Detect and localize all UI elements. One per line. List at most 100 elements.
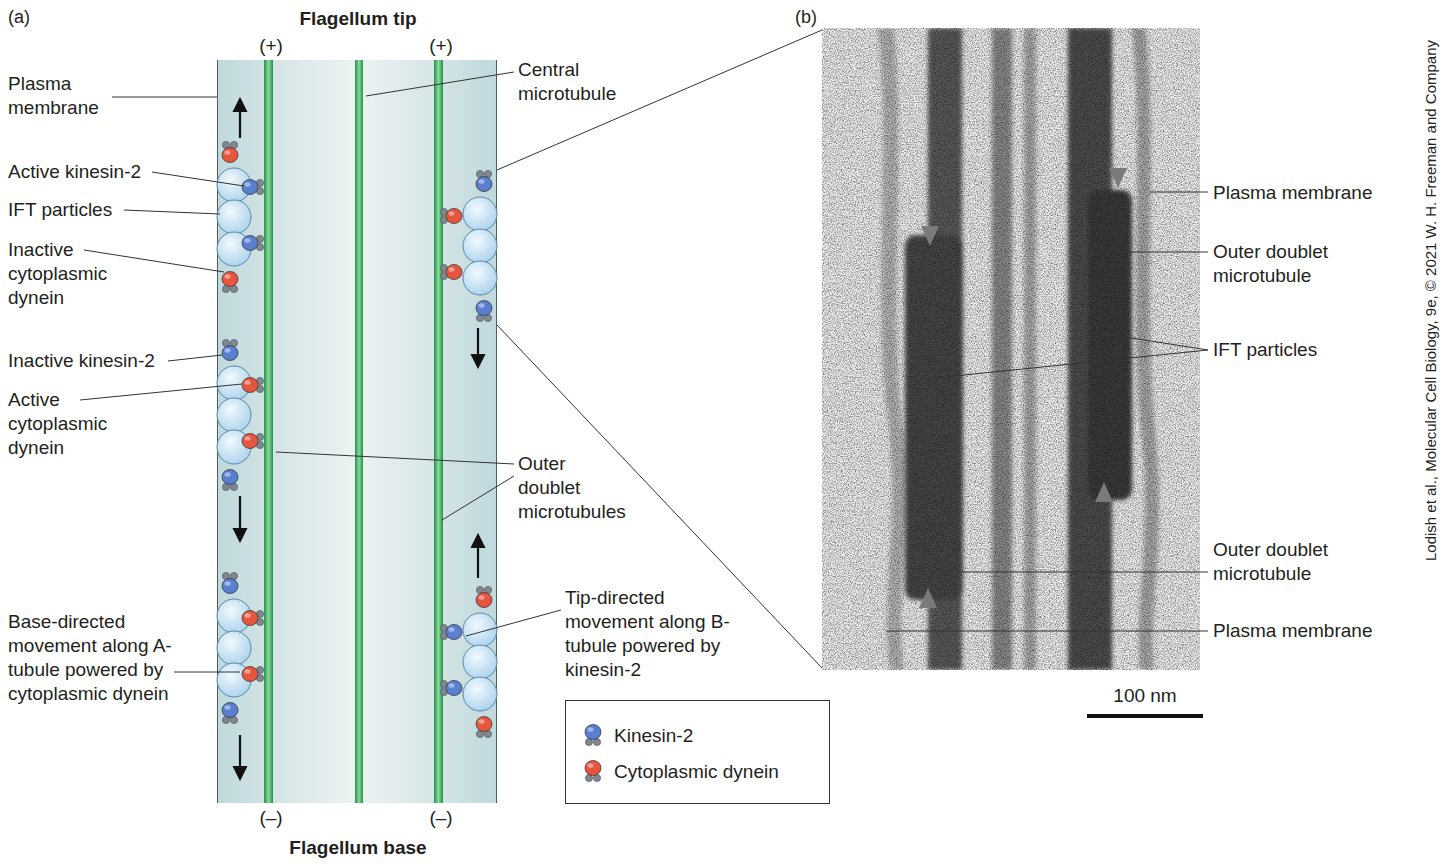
ift-particle <box>217 200 251 234</box>
movement-arrow <box>240 100 478 778</box>
leader-line <box>1106 334 1208 350</box>
part-label: IFT particles <box>8 198 112 222</box>
ift-particle <box>217 398 251 432</box>
legend-box: Kinesin-2Cytoplasmic dynein <box>565 700 830 804</box>
polarity-sign: (–) <box>259 806 282 830</box>
motor-head <box>476 717 492 732</box>
ift-particle <box>217 599 251 633</box>
motor-head <box>222 703 238 718</box>
motor-highlight <box>245 669 251 673</box>
ift-particle <box>463 261 497 295</box>
leader-line <box>497 30 822 170</box>
ift-train <box>217 339 264 490</box>
motor-head <box>222 470 238 485</box>
motor-head <box>242 667 258 682</box>
motor-head <box>222 148 238 163</box>
leader-line <box>1090 252 1208 253</box>
polarity-sign: (+) <box>429 34 453 58</box>
flagellum <box>217 60 497 803</box>
part-label: Inactive cytoplasmic dynein <box>8 238 118 310</box>
leader-line <box>886 631 1208 632</box>
ift-train <box>217 141 264 292</box>
motor-highlight <box>225 348 231 352</box>
em-micrograph <box>1095 482 1113 502</box>
motor-head <box>242 378 258 393</box>
flagellum <box>217 60 218 803</box>
scale-label: 100 nm <box>1113 684 1176 708</box>
part-label: Central microtubule <box>518 58 648 106</box>
part-label: Plasma membrane <box>8 72 118 120</box>
motor-head <box>242 236 258 251</box>
leader-line <box>466 610 561 636</box>
motor-highlight <box>225 581 231 585</box>
flagellum <box>217 60 497 803</box>
leader-line <box>276 452 514 464</box>
motor-head <box>242 180 258 195</box>
ift-particle <box>463 645 497 679</box>
leader-line <box>1150 192 1208 193</box>
motor-highlight <box>225 705 231 709</box>
ift-train <box>217 141 497 737</box>
leader-line <box>80 30 1208 672</box>
part-label: Outer doublet microtubule <box>1213 538 1343 586</box>
motor-highlight <box>245 238 251 242</box>
motor-head <box>242 611 258 626</box>
part-label: Active kinesin-2 <box>8 160 141 184</box>
polarity-sign: (+) <box>259 34 283 58</box>
ift-particle <box>463 197 497 231</box>
ift-particle <box>463 613 497 647</box>
em-micrograph <box>921 226 939 246</box>
ift-train <box>440 170 497 321</box>
note-text: Base-directed movement along A-tubule po… <box>8 610 173 706</box>
leader-line <box>112 97 217 98</box>
leader-line <box>80 384 242 400</box>
panel-letter: (b) <box>795 6 817 29</box>
motor-highlight <box>245 436 251 440</box>
scale-bar <box>1087 714 1203 718</box>
part-label: Outer doublet microtubules <box>518 452 630 524</box>
em-micrograph <box>822 28 1200 670</box>
motor-highlight <box>588 727 594 731</box>
movement-arrow <box>477 536 479 578</box>
movement-arrow <box>239 496 241 540</box>
motor-head <box>242 434 258 449</box>
part-label: Active cytoplasmic dynein <box>8 388 118 460</box>
microtubule <box>264 60 273 803</box>
ift-train <box>440 586 497 737</box>
motor-highlight <box>479 303 485 307</box>
em-micrograph <box>822 28 1200 670</box>
part-label: IFT particles <box>1213 338 1317 362</box>
motor-head <box>476 593 492 608</box>
leader-line <box>168 355 222 361</box>
motor-highlight <box>479 179 485 183</box>
motor-head <box>476 301 492 316</box>
ift-particle <box>217 631 251 665</box>
motor-highlight <box>245 613 251 617</box>
part-label: Outer doublet microtubule <box>1213 240 1343 288</box>
legend-icon <box>580 757 606 787</box>
motor-highlight <box>449 627 455 631</box>
axis-label: Flagellum base <box>289 836 426 860</box>
legend-row: Cytoplasmic dynein <box>580 757 779 787</box>
motor-highlight <box>225 472 231 476</box>
em-micrograph <box>822 28 1200 670</box>
legend-icon <box>580 721 606 751</box>
leader-line <box>152 172 244 186</box>
part-label: Plasma membrane <box>1213 181 1372 205</box>
motor-highlight <box>588 763 594 767</box>
ift-particle <box>217 168 251 202</box>
leader-line <box>174 672 240 673</box>
microtubule <box>264 60 443 803</box>
motor-highlight <box>245 380 251 384</box>
em-micrograph <box>919 168 1127 608</box>
note-text: Tip-directed movement along B-tubule pow… <box>565 586 730 682</box>
em-micrograph <box>1109 168 1127 188</box>
motor-highlight <box>479 719 485 723</box>
legend-text: Kinesin-2 <box>614 724 693 748</box>
movement-arrow <box>239 735 241 778</box>
legend-row: Kinesin-2 <box>580 721 693 751</box>
leader-line <box>124 210 220 214</box>
motor-head <box>446 625 462 640</box>
part-label: Plasma membrane <box>1213 619 1372 643</box>
